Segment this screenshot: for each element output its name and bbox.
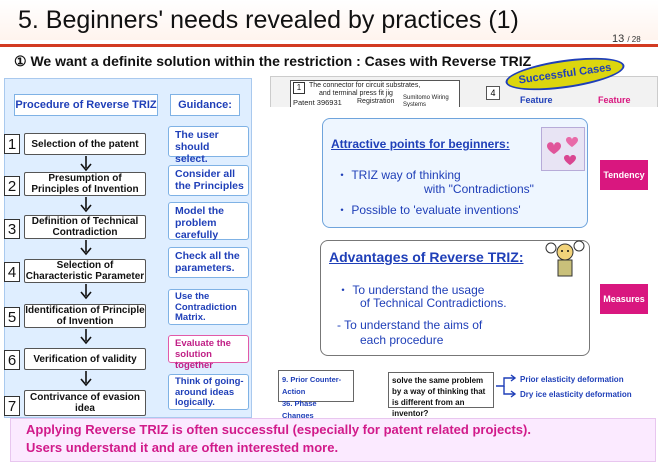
connector-case-box: 1 The connector for circuit substrates, … bbox=[290, 80, 460, 108]
guidance-box: Evaluate the solution together bbox=[168, 335, 249, 371]
guidance-box: Consider all the Principles bbox=[168, 165, 249, 196]
patent-number: Patent 396931 bbox=[293, 98, 342, 107]
connector-subtitle: and terminal press fit jig bbox=[319, 90, 393, 97]
principle-list-box: 9. Prior Counter-Action 36. Phase Change… bbox=[278, 370, 354, 420]
down-arrow-icon bbox=[80, 156, 92, 172]
advantages-title: Advantages of Reverse TRIZ: bbox=[329, 249, 524, 265]
step-box: Definition of Technical Contradiction bbox=[24, 215, 146, 239]
down-arrow-icon bbox=[80, 329, 92, 345]
step-number: 1 bbox=[4, 134, 20, 154]
guidance-box: The user should select. bbox=[168, 126, 249, 165]
step-number: 2 bbox=[4, 176, 20, 196]
slide-title: 5. Beginners' needs revealed by practice… bbox=[18, 6, 519, 34]
question-box: solve the same problem by a way of think… bbox=[388, 372, 494, 418]
guidance-box: Model the problem carefully bbox=[168, 202, 249, 241]
result-item: Dry ice elasticity deformation bbox=[520, 390, 632, 399]
title-divider bbox=[0, 44, 658, 47]
result-item: Prior elasticity deformation bbox=[520, 375, 624, 384]
company-name: Sumitomo Wiring Systems bbox=[403, 95, 449, 108]
case-number-right: 4 bbox=[486, 86, 500, 100]
branch-arrow-icon bbox=[496, 374, 517, 398]
summary-line: Applying Reverse TRIZ is often successfu… bbox=[26, 422, 531, 437]
slide-subtitle: ① We want a definite solution within the… bbox=[14, 53, 532, 69]
step-number: 3 bbox=[4, 219, 20, 239]
attractive-line: ・ TRIZ way of thinking bbox=[336, 168, 461, 182]
page-total: / 28 bbox=[627, 35, 641, 44]
step-number: 7 bbox=[4, 396, 20, 416]
step-box: Selection of the patent bbox=[24, 133, 146, 155]
down-arrow-icon bbox=[80, 284, 92, 300]
advantages-box bbox=[320, 240, 590, 356]
step-box: Selection of Characteristic Parameter bbox=[24, 259, 146, 283]
attractive-points-title: Attractive points for beginners: bbox=[331, 137, 510, 151]
registration-label: Registration bbox=[357, 98, 395, 105]
attractive-line: with "Contradictions" bbox=[424, 182, 534, 196]
advantages-line: ・ To understand the usage bbox=[337, 283, 485, 297]
hearts-icon bbox=[547, 137, 578, 165]
feature-label-right: Feature bbox=[598, 95, 631, 105]
attractive-line: ・ Possible to 'evaluate inventions' bbox=[336, 203, 521, 217]
step-number: 4 bbox=[4, 262, 20, 282]
step-box: Identification of Principle of Invention bbox=[24, 304, 146, 328]
connector-title: The connector for circuit substrates, bbox=[309, 82, 421, 89]
tendency-tag: Tendency bbox=[600, 160, 648, 190]
step-box: Presumption of Principles of Invention bbox=[24, 172, 146, 196]
step-box: Contrivance of evasion idea bbox=[24, 390, 146, 416]
guidance-box: Think of going-around ideas logically. bbox=[168, 374, 249, 410]
guidance-header: Guidance: bbox=[170, 94, 240, 116]
guidance-box: Check all the parameters. bbox=[168, 247, 249, 278]
step-box: Verification of validity bbox=[24, 348, 146, 370]
feature-label-left: Feature bbox=[520, 95, 553, 105]
page-number: 13 / 28 bbox=[612, 33, 641, 45]
down-arrow-icon bbox=[80, 371, 92, 387]
summary-footer bbox=[10, 418, 656, 462]
advantages-line: each procedure bbox=[360, 333, 444, 347]
principle-item: 9. Prior Counter-Action bbox=[282, 375, 342, 396]
summary-line: Users understand it and are often intere… bbox=[26, 440, 339, 455]
professor-illustration-icon bbox=[545, 240, 585, 277]
down-arrow-icon bbox=[80, 197, 92, 213]
case-number: 1 bbox=[293, 82, 305, 94]
principle-item: 36. Phase Changes bbox=[282, 399, 317, 420]
down-arrow-icon bbox=[80, 240, 92, 256]
hearts-illustration bbox=[541, 127, 585, 171]
step-number: 6 bbox=[4, 350, 20, 370]
procedure-header: Procedure of Reverse TRIZ bbox=[14, 94, 158, 116]
advantages-line: - To understand the aims of bbox=[337, 318, 483, 332]
measures-tag: Measures bbox=[600, 284, 648, 314]
page-current: 13 bbox=[612, 33, 625, 45]
slide-title-bar bbox=[0, 0, 658, 40]
step-number: 5 bbox=[4, 307, 20, 327]
guidance-box: Use the Contradiction Matrix. bbox=[168, 289, 249, 325]
advantages-line: of Technical Contradictions. bbox=[360, 296, 507, 310]
